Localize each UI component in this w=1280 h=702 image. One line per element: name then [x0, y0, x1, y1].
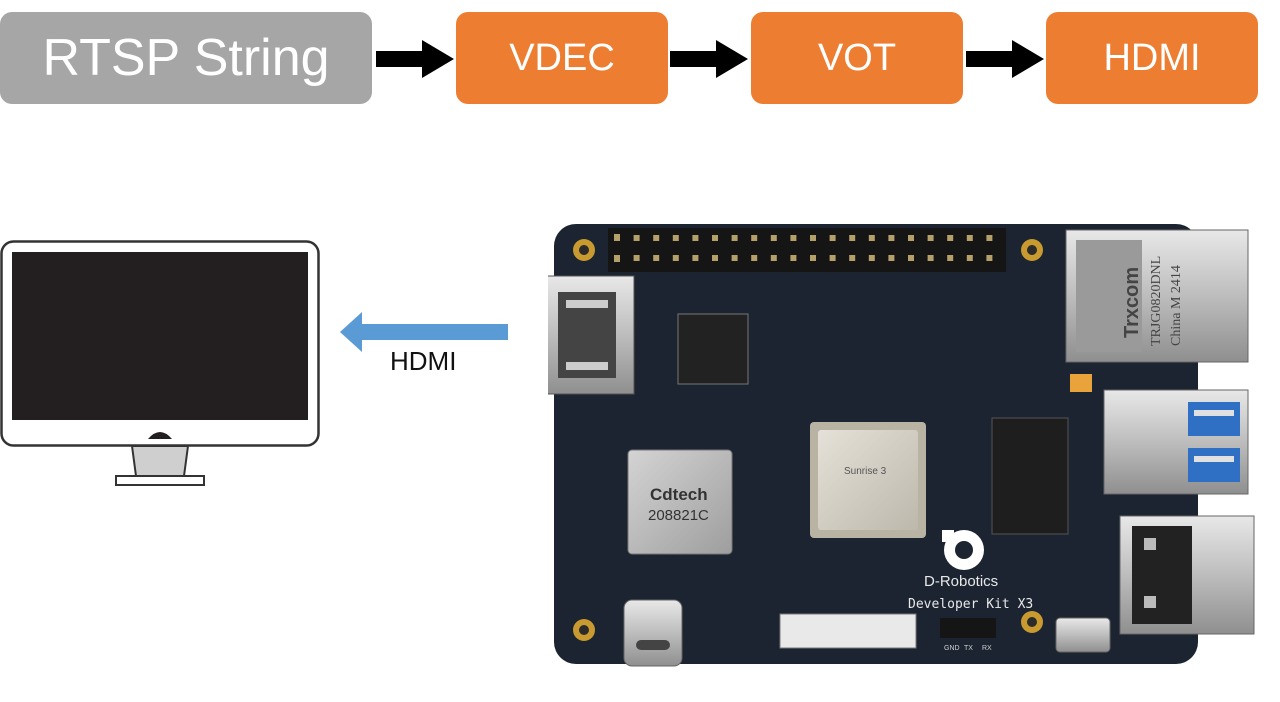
camera-connector [779, 613, 917, 649]
gpio-pin [986, 255, 993, 261]
gpio-pin [888, 255, 895, 261]
gpio-pin [751, 255, 758, 261]
usb2-port [1119, 515, 1255, 635]
gpio-pin [868, 255, 875, 261]
gpio-pin [849, 235, 856, 241]
gpio-pin [888, 235, 895, 241]
gpio-pin [790, 235, 797, 241]
hdmi-output-label: HDMI [390, 346, 457, 376]
vdec-label: VDEC [509, 36, 615, 79]
gpio-pin [986, 235, 993, 241]
hdmi-connector [548, 275, 635, 395]
gpio-pin [692, 255, 699, 261]
jack-origin: China M 2414 [1169, 265, 1184, 346]
usb-c-port [623, 599, 683, 667]
rtsp-string-label: RTSP String [42, 29, 330, 87]
wifi-module: Cdtech 208821C [627, 449, 733, 555]
gpio-header [608, 228, 1006, 272]
brand-logo [942, 530, 984, 570]
gpio-pin [653, 255, 660, 261]
micro-usb-port [1055, 617, 1111, 653]
gpio-pin [790, 255, 797, 261]
hdmi-box-label: HDMI [1103, 36, 1201, 79]
module-model: 208821C [648, 507, 709, 524]
brand-text: D-Robotics [924, 573, 998, 590]
gpio-pin [731, 255, 738, 261]
hdmi-output-arrow-icon [340, 312, 508, 352]
gpio-pin [653, 235, 660, 241]
gpio-pin [633, 235, 640, 241]
gpio-pin [692, 235, 699, 241]
memory-chip [991, 417, 1069, 535]
rtsp-string-box: RTSP String [0, 12, 372, 104]
mounting-holes [573, 239, 1043, 641]
jack-model: TRJG0820DNL [1149, 256, 1164, 346]
gpio-pin [908, 235, 914, 241]
gpio-pin [849, 255, 856, 261]
gpio-pin [614, 255, 620, 261]
gpio-pin [868, 235, 875, 241]
soc-label: Sunrise 3 [844, 466, 887, 477]
gpio-pin [731, 235, 738, 241]
gpio-pin [966, 235, 973, 241]
gpio-pin [672, 255, 679, 261]
gpio-pin [712, 235, 718, 241]
gpio-pin [633, 255, 640, 261]
capacitor [1070, 374, 1092, 392]
gpio-pin [810, 255, 816, 261]
gpio-pin [927, 235, 934, 241]
hdmi-box: HDMI [1046, 12, 1258, 104]
gpio-pin [947, 255, 954, 261]
gpio-pin [829, 255, 836, 261]
kit-name: Developer Kit X3 [908, 597, 1033, 612]
uart-header: GND TX RX [940, 618, 996, 652]
vdec-box: VDEC [456, 12, 668, 104]
vot-label: VOT [817, 36, 897, 79]
gpio-pin [947, 235, 954, 241]
monitor-icon [0, 240, 320, 486]
uart-gnd: GND [944, 645, 960, 652]
jack-brand: Trxcom [1121, 267, 1143, 338]
gpio-pin [966, 255, 973, 261]
uart-rx: RX [982, 645, 992, 652]
gpio-pin [908, 255, 914, 261]
hdmi-bridge-chip [677, 313, 749, 385]
vot-box: VOT [751, 12, 963, 104]
gpio-pin [712, 255, 718, 261]
arrow-icon [966, 40, 1044, 78]
gpio-pin [672, 235, 679, 241]
developer-kit-board: Trxcom TRJG0820DNL China M 2414 Sunrise … [548, 224, 1255, 667]
arrow-icon [376, 40, 454, 78]
gpio-pin [770, 255, 777, 261]
gpio-pin [829, 235, 836, 241]
gpio-pin [927, 255, 934, 261]
arrow-icon [670, 40, 748, 78]
gpio-pin [810, 235, 816, 241]
usb3-port [1103, 389, 1249, 495]
uart-tx: TX [964, 645, 973, 652]
gpio-pin [770, 235, 777, 241]
gpio-pin [614, 235, 620, 241]
gpio-pin [751, 235, 758, 241]
module-brand: Cdtech [650, 485, 708, 504]
main-soc: Sunrise 3 [810, 422, 926, 538]
ethernet-jack: Trxcom TRJG0820DNL China M 2414 [1065, 229, 1249, 363]
